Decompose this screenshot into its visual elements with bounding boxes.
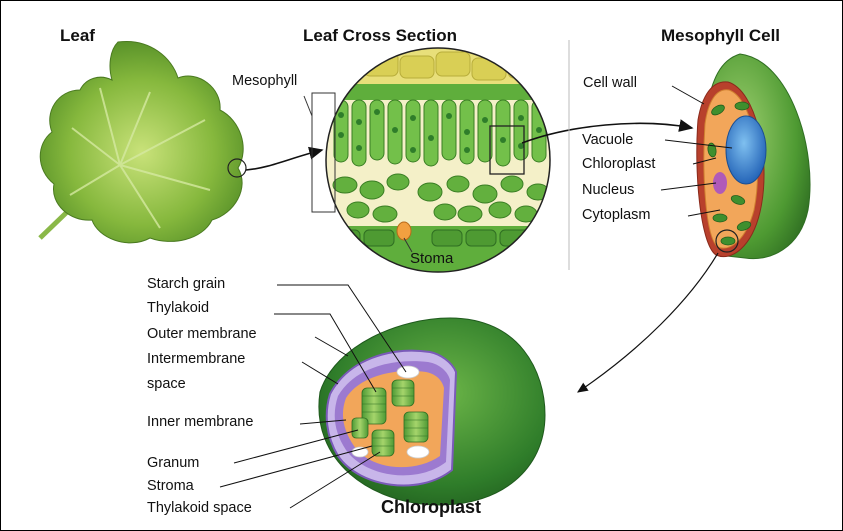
chloroplast-illustration xyxy=(319,318,545,505)
chloroplast-heading: Chloroplast xyxy=(381,497,481,518)
stroma-label: Stroma xyxy=(147,478,194,494)
cell-to-chloroplast-arrow xyxy=(578,253,718,392)
mesophyll-cell-illustration xyxy=(697,54,810,259)
inner-membrane-label: Inner membrane xyxy=(147,414,253,430)
leaf-to-section-arrow xyxy=(246,150,322,170)
cytoplasm-label: Cytoplasm xyxy=(582,207,651,223)
cell-chloroplast-label: Chloroplast xyxy=(582,156,655,172)
leaf-illustration xyxy=(40,41,246,242)
mesophyll-label: Mesophyll xyxy=(232,73,297,89)
intermembrane-label: Intermembrane xyxy=(147,351,245,367)
thylakoid-space-label: Thylakoid space xyxy=(147,500,252,516)
cell-wall-label: Cell wall xyxy=(583,75,637,91)
granum-label: Granum xyxy=(147,455,199,471)
thylakoid-label: Thylakoid xyxy=(147,300,209,316)
cross-section-illustration xyxy=(304,40,560,272)
nucleus-label: Nucleus xyxy=(582,182,634,198)
cross-section-heading: Leaf Cross Section xyxy=(303,26,457,46)
starch-grain-label: Starch grain xyxy=(147,276,225,292)
mesophyll-cell-heading: Mesophyll Cell xyxy=(661,26,780,46)
stoma-label: Stoma xyxy=(410,250,453,267)
outer-membrane-label: Outer membrane xyxy=(147,326,257,342)
leaf-heading: Leaf xyxy=(60,26,95,46)
vacuole-label: Vacuole xyxy=(582,132,633,148)
intermembrane-space-label: space xyxy=(147,376,186,392)
